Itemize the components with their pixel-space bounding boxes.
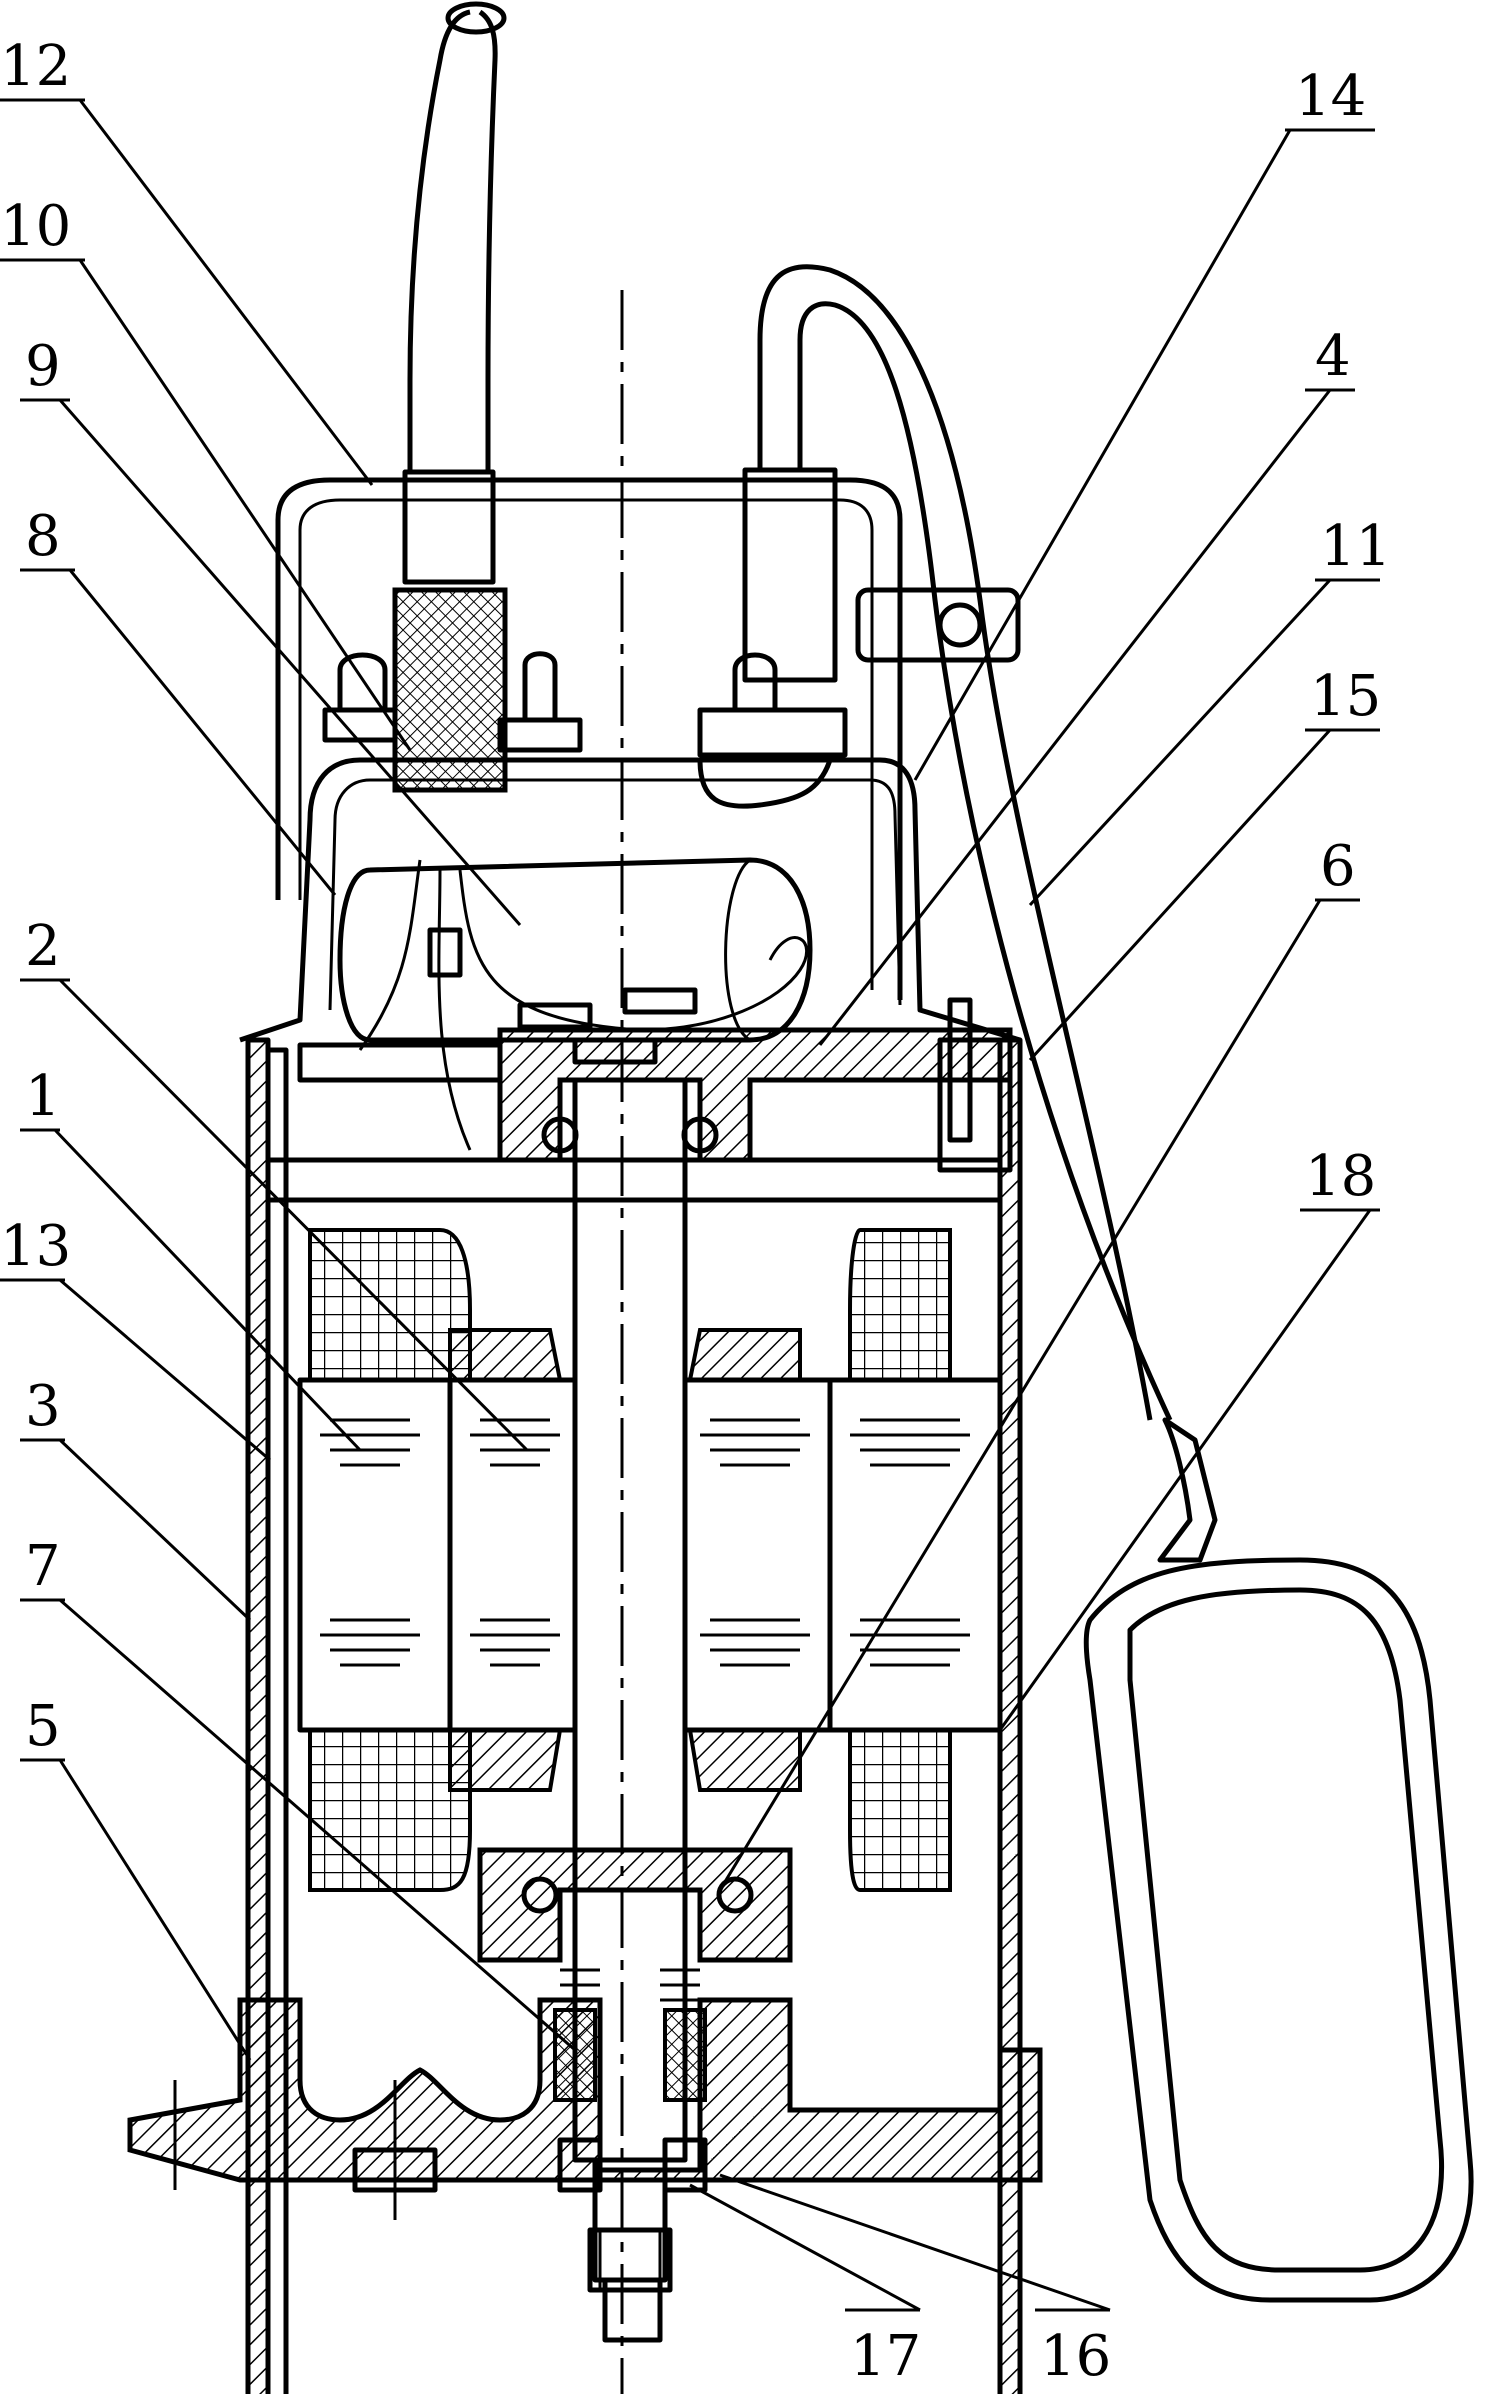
motor-cover: [239, 757, 1021, 1043]
label-1: 1: [25, 1064, 61, 1129]
label-2: 2: [25, 914, 61, 979]
cover-bolts: [322, 651, 848, 758]
label-8: 8: [25, 504, 61, 569]
part-labels: 12 10 9 8 2 1 13 3 7 5 14 4 11 15 6 18 1…: [0, 34, 1391, 2389]
label-13: 13: [0, 1214, 71, 1279]
float-switch-cable: [742, 264, 1173, 1422]
label-5: 5: [25, 1694, 61, 1759]
pump-base: [127, 1997, 1043, 2183]
label-15: 15: [1310, 664, 1381, 729]
power-cable: [392, 1, 508, 793]
label-12: 12: [0, 34, 71, 99]
label-17: 17: [850, 2324, 921, 2389]
bottom-bearing-seat: [477, 1847, 793, 1963]
shaft-nut: [587, 2227, 673, 2293]
float-switch: [1083, 1417, 1474, 2303]
lamination-marks: [320, 1418, 970, 1667]
label-14: 14: [1295, 64, 1366, 129]
tie-bolt: [265, 997, 973, 2394]
label-16: 16: [1040, 2324, 1111, 2389]
stator-windings: [308, 1228, 952, 1892]
leader-lines: [53, 99, 1372, 2312]
label-4: 4: [1315, 324, 1351, 389]
top-bearing-seat: [297, 1027, 1013, 1173]
label-7: 7: [25, 1534, 61, 1599]
rotor-core: [447, 1377, 833, 1733]
oil-seal: [557, 2137, 708, 2193]
label-10: 10: [0, 194, 71, 259]
label-9: 9: [25, 334, 61, 399]
label-18: 18: [1305, 1144, 1376, 1209]
base-screw: [173, 2080, 438, 2220]
label-11: 11: [1320, 514, 1391, 579]
label-6: 6: [1320, 834, 1356, 899]
handle: [275, 477, 903, 1000]
label-3: 3: [25, 1374, 61, 1439]
